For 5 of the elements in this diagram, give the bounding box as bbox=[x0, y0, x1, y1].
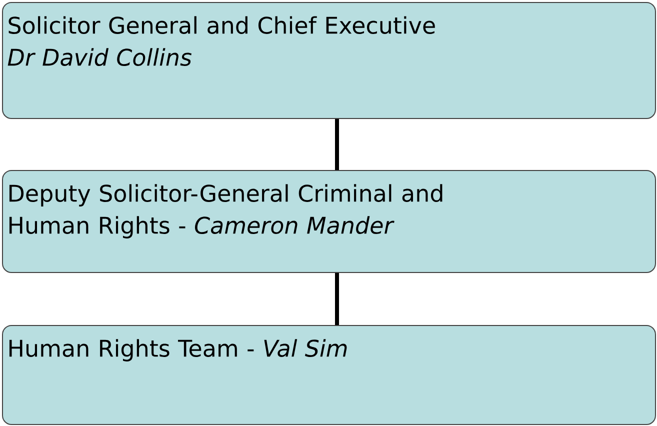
org-box: Deputy Solicitor-General Criminal and Human Rights - Cameron Mander bbox=[2, 170, 656, 273]
org-box: Human Rights Team - Val Sim bbox=[2, 325, 656, 425]
org-box: Solicitor General and Chief Executive Dr David Collins bbox=[2, 2, 656, 119]
connector-line bbox=[335, 273, 339, 325]
connector-line bbox=[335, 119, 339, 170]
